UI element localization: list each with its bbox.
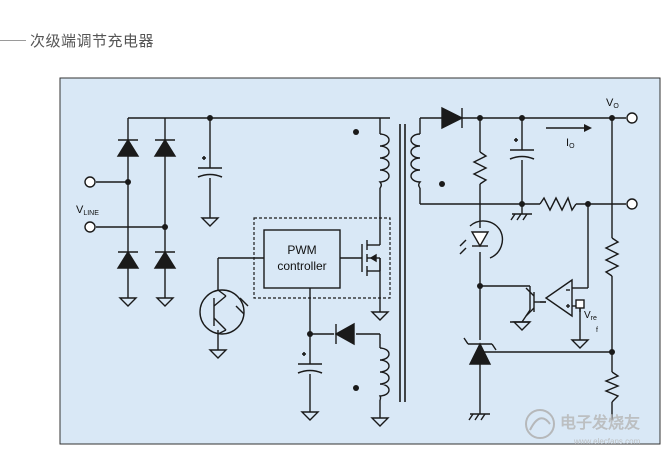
- page-header: 次级端调节充电器: [0, 26, 672, 56]
- diode-d1: [116, 138, 140, 157]
- shunt-regulator: [463, 337, 497, 365]
- mosfet: [361, 230, 381, 276]
- opto-led: [459, 220, 504, 259]
- resistor-r-bottom: [604, 371, 620, 403]
- error-amplifier: [544, 278, 585, 318]
- resistors: [472, 151, 620, 403]
- vref-label: Vre: [584, 310, 597, 322]
- current-arrow: [546, 124, 592, 132]
- junction-dots: [125, 115, 615, 391]
- watermark-logo: 电子发烧友 www.elecfans.com: [525, 409, 641, 446]
- ground-symbols: [118, 213, 590, 427]
- terminals: [84, 112, 638, 233]
- diode-d2: [153, 138, 177, 157]
- secondary-winding: [410, 133, 422, 189]
- bridge-diodes: [116, 138, 177, 269]
- pwm-module-outline: [253, 217, 391, 299]
- resistor-sense: [539, 196, 577, 212]
- diagram-panel: [59, 77, 661, 445]
- watermark-text: 电子发烧友: [560, 413, 641, 432]
- vline-terminal-top: [84, 176, 96, 188]
- diode-d4: [153, 250, 177, 269]
- vo-terminal-bottom: [626, 198, 638, 210]
- header-rule: [0, 40, 26, 41]
- resistor-r1: [472, 151, 488, 185]
- opto-transistor-primary: [199, 289, 249, 335]
- aux-diode: [334, 322, 355, 346]
- watermark-url: www.elecfans.com: [573, 437, 641, 446]
- vline-label: VLINE: [76, 204, 99, 217]
- capacitors: [197, 138, 535, 374]
- vline-terminal-bottom: [84, 221, 96, 233]
- npn-transistor: [525, 287, 546, 317]
- page-title: 次级端调节充电器: [30, 32, 155, 50]
- vref-source: [575, 299, 585, 309]
- output-diode: [441, 106, 464, 130]
- pwm-controller-box: [263, 229, 341, 289]
- secondary-side-wiring: [419, 117, 626, 420]
- controller-label: controller: [277, 259, 326, 273]
- vo-terminal-top: [626, 112, 638, 124]
- error-amp-triangle: [544, 278, 573, 318]
- resistor-r-top: [604, 237, 620, 277]
- diode-d3: [116, 250, 140, 269]
- vo-label: VO: [606, 97, 619, 110]
- aux-winding: [378, 347, 390, 401]
- transformer: [378, 124, 422, 402]
- pwm-label: PWM: [287, 243, 316, 257]
- io-label: IO: [566, 137, 575, 150]
- primary-winding: [378, 133, 390, 189]
- vref-label-tail: f: [596, 327, 598, 334]
